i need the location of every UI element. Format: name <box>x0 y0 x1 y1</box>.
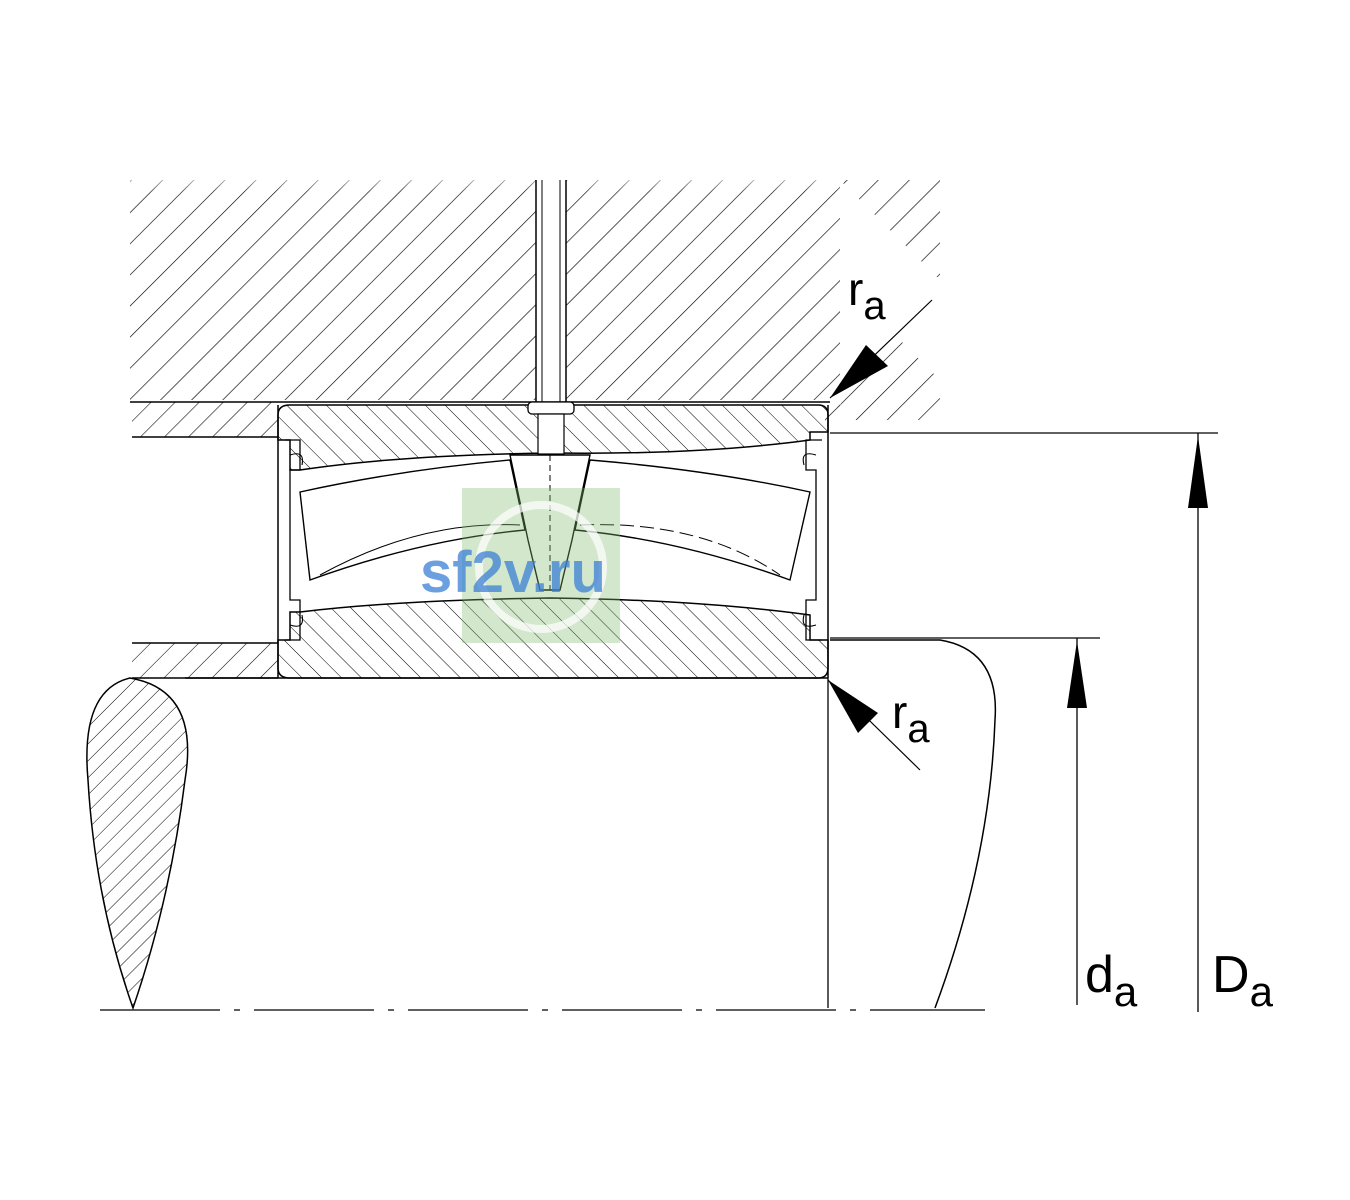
ra-top-leader <box>829 299 933 399</box>
shaft-break <box>86 639 997 1011</box>
dimension-lines <box>830 432 1218 1012</box>
Da-label: Da <box>1212 946 1274 1015</box>
ra-top-label: ra <box>848 263 886 328</box>
Da-arrowhead <box>1188 436 1208 508</box>
da-label: da <box>1085 946 1138 1015</box>
da-arrowhead <box>1067 641 1087 708</box>
ra-bottom-leader <box>827 679 921 771</box>
watermark: sf2v.ru <box>420 488 620 643</box>
ra-bottom-label: ra <box>892 686 930 751</box>
watermark-text: sf2v.ru <box>420 540 606 605</box>
shaft-shoulder-left <box>132 642 278 679</box>
housing-shoulder-left <box>132 402 278 438</box>
housing <box>120 170 950 432</box>
bearing <box>277 401 829 679</box>
